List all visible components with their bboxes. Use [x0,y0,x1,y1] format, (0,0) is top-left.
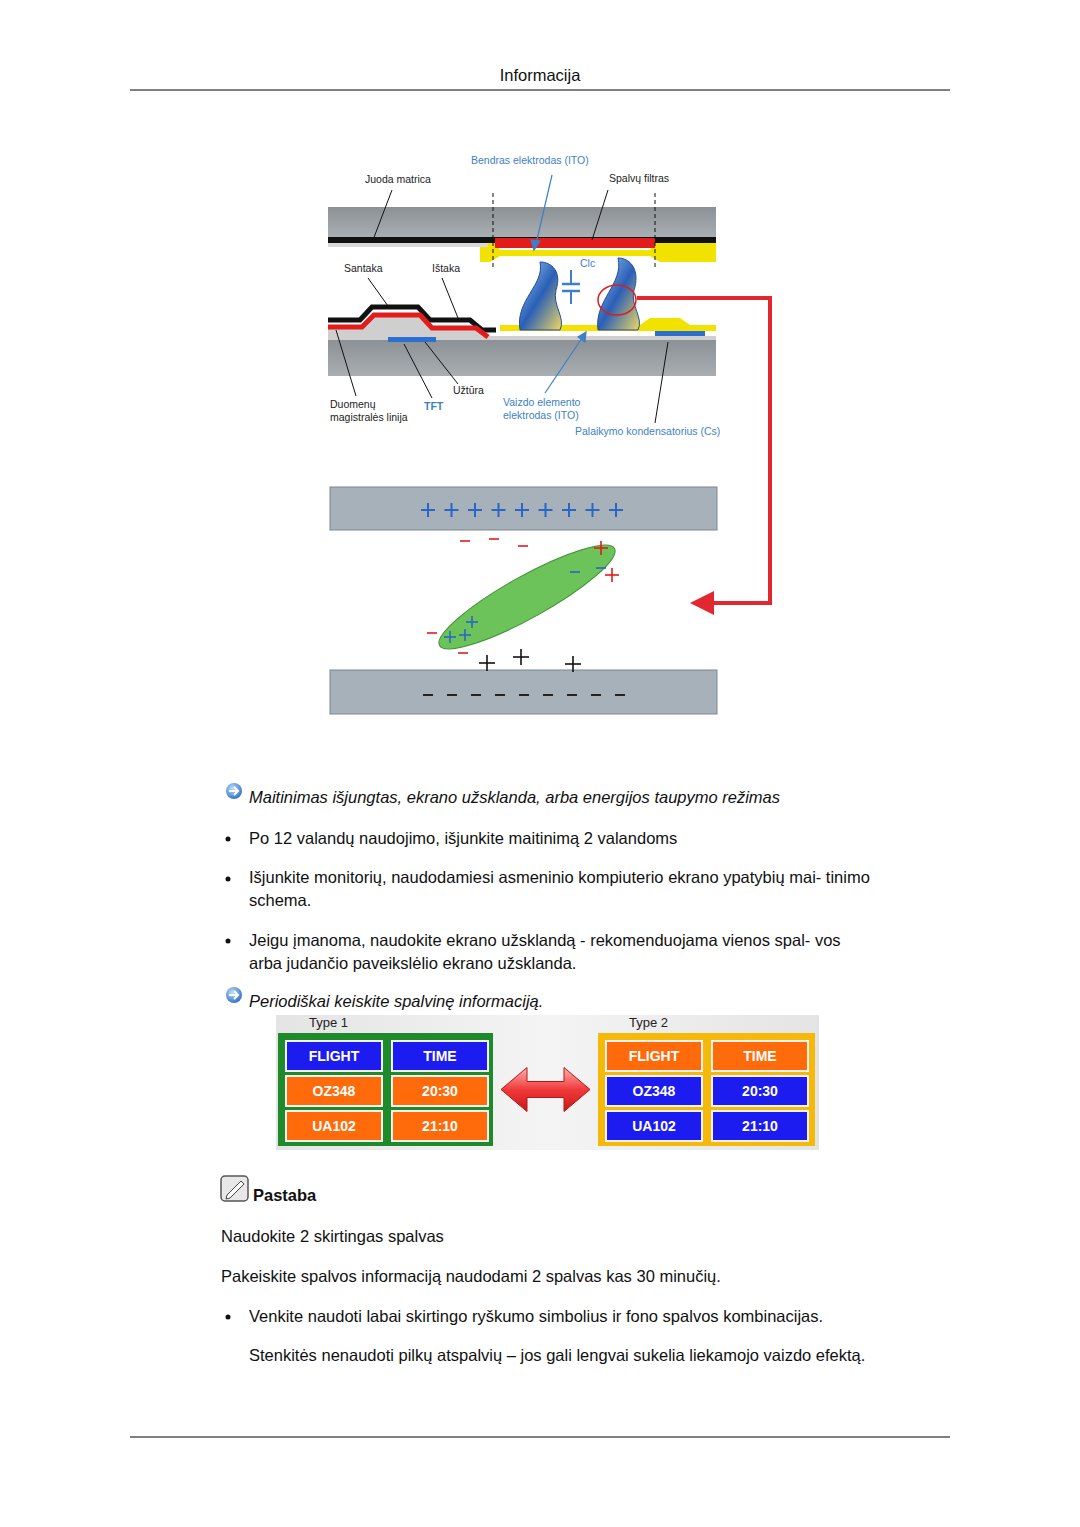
table-cell: OZ348 [285,1075,383,1107]
footer-rule [130,1437,950,1438]
bullet-text: Venkite naudoti labai skirtingo ryškumo … [249,1305,929,1328]
part-label: TFT [424,400,454,413]
part-label: Ištaka [432,262,482,275]
table-cell: OZ348 [605,1075,703,1107]
cell-text: FLIGHT [309,1048,360,1064]
bullet-text: Stenkitės nenaudoti pilkų atspalvių – jo… [249,1344,877,1367]
table-backdrop [276,1015,819,1150]
bullet-text: Po 12 valandų naudojimo, išjunkite maiti… [249,827,889,850]
table-cell: UA102 [605,1110,703,1142]
part-label: Palaikymo kondensatorius (Cs) [575,425,745,438]
table-cell: TIME [711,1040,809,1072]
cell-text: TIME [743,1048,776,1064]
info-icon [226,783,242,1003]
cell-text: 21:10 [422,1118,458,1134]
table-panel: Type 2FLIGHTTIMEOZ34820:30UA10221:10 [598,1033,815,1146]
bullet [226,837,231,1320]
table-cell: TIME [391,1040,489,1072]
table-cell: 21:10 [391,1110,489,1142]
part-label: Santaka [344,262,404,275]
table-cell: FLIGHT [605,1040,703,1072]
part-label: Spalvų filtras [609,172,709,185]
cell-text: UA102 [632,1118,676,1134]
section-heading: Periodiškai keiskite spalvinę informacij… [249,990,889,1013]
note-icon [221,1176,248,1201]
lc-molecule-figure [330,487,717,714]
note-text: Naudokite 2 skirtingas spalvas [221,1225,861,1248]
panel-heading: Type 2 [629,1015,668,1030]
table-panel: Type 1FLIGHTTIMEOZ34820:30UA10221:10 [278,1033,493,1146]
cell-text: 20:30 [422,1083,458,1099]
double-arrow [501,1068,590,1112]
part-label: Juoda matrica [365,173,475,186]
note-text: Pakeiskite spalvos informaciją naudodami… [221,1265,921,1288]
panel-heading: Type 1 [309,1015,348,1030]
table-cell: UA102 [285,1110,383,1142]
bullet-text: Išjunkite monitorių, naudodamiesi asmeni… [249,866,877,912]
note-heading: Pastaba [253,1184,353,1207]
cell-text: OZ348 [633,1083,676,1099]
part-label: Vaizdo elemento elektrodas (ITO) [503,396,595,422]
lcd-cross-section [328,175,770,615]
part-label: Clc [580,257,610,270]
table-cell: 21:10 [711,1110,809,1142]
cell-text: 20:30 [742,1083,778,1099]
table-cell: FLIGHT [285,1040,383,1072]
part-label: Duomenų magistralės linija [330,398,425,424]
bullet-text: Jeigu įmanoma, naudokite ekrano užskland… [249,929,877,975]
cell-text: FLIGHT [629,1048,680,1064]
cell-text: UA102 [312,1118,356,1134]
table-cell: 20:30 [391,1075,489,1107]
cell-text: OZ348 [313,1083,356,1099]
header-rule [130,90,950,91]
cell-text: 21:10 [742,1118,778,1134]
part-label: Bendras elektrodas (ITO) [471,154,611,167]
section-heading: Maitinimas išjungtas, ekrano užsklanda, … [249,786,949,809]
table-cell: 20:30 [711,1075,809,1107]
part-label: Užtūra [453,384,503,397]
cell-text: TIME [423,1048,456,1064]
page-header: Informacija [0,64,1080,87]
